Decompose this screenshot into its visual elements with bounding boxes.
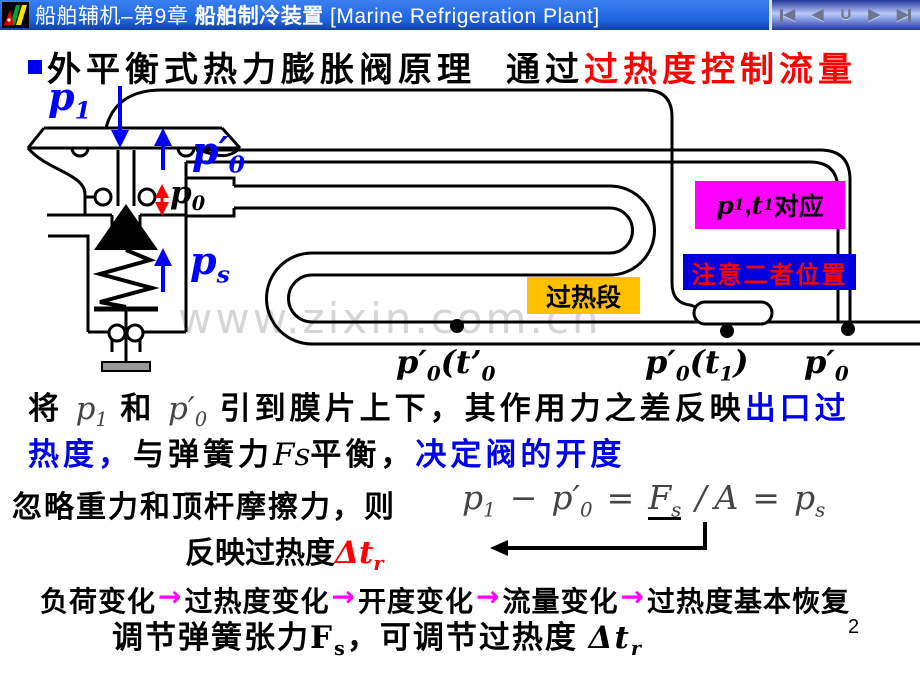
prev-arrow-icon: ◀ [812, 6, 824, 23]
p1-label: p1 [48, 74, 91, 125]
flow-step: 过热度基本恢复 [646, 586, 850, 617]
pivot-ball-left [93, 187, 113, 207]
p0-prime-label: p′0 [192, 128, 245, 179]
title-bar: 船舶辅机–第9章 船舶制冷装置 [Marine Refrigeration Pl… [0, 0, 920, 30]
last-arrow-icon: ▶ [896, 6, 909, 23]
flow-arrow-icon: → [620, 580, 645, 613]
expansion-valve-diagram: www.zixin.com.cn [0, 78, 920, 390]
evaporator-uturn-left-outer [265, 251, 313, 346]
first-arrow-icon: ◀ [783, 6, 796, 23]
flow-step: 过热度变化 [184, 586, 330, 617]
last-bar-icon [908, 8, 912, 22]
valve-chamber-left-wall [26, 147, 87, 215]
paragraph-principle: 将 p1 和 p′0 引到膜片上下，其作用力之差反映出口过 热度，与弹簧力Fs平… [28, 386, 850, 478]
paragraph-principle-line1: 将 p1 和 p′0 引到膜片上下，其作用力之差反映出口过 [28, 391, 850, 432]
slide-heading: 外平衡式热力膨胀阀原理 通过 过热度控制流量 [28, 42, 857, 91]
heading-mid: 通过 [506, 51, 584, 89]
adjuster-nut-right [125, 323, 145, 343]
valve-chamber-right-curve [195, 146, 242, 158]
nav-prev-button[interactable]: ◀ [812, 0, 824, 30]
valve-inlet-wall [48, 234, 90, 332]
ps-label: ps [190, 238, 230, 289]
return-icon: U [840, 6, 852, 23]
outlet-flange [186, 176, 236, 218]
flow-arrow-icon: → [158, 580, 183, 613]
first-bar-icon [780, 8, 784, 22]
superheat-section-box: 过热段 [527, 277, 640, 314]
spring [92, 248, 160, 309]
flow-arrow-icon: → [331, 580, 356, 613]
flow-step: 开度变化 [357, 586, 474, 617]
position-note-box: 注意二者位置 [683, 254, 856, 290]
formula-intro-text: 忽略重力和顶杆摩擦力，则 [12, 491, 396, 524]
chapter-title: 船舶制冷装置 [194, 5, 324, 28]
flow-step: 负荷变化 [40, 586, 157, 617]
adjuster-nut-left [107, 323, 127, 343]
state-label-evaporating: p′0(t’0 [396, 343, 496, 386]
evaporator-uturn-right-outer [609, 184, 656, 277]
pivot-ball-right [137, 187, 157, 207]
nav-next-button[interactable]: ▶ [868, 0, 880, 30]
nav-first-button[interactable]: ◀ [780, 0, 795, 30]
nav-return-button[interactable]: U [841, 0, 852, 30]
flow-step: 流量变化 [502, 586, 619, 617]
heading-red: 过热度控制流量 [584, 51, 857, 89]
flow-arrow-icon: → [475, 580, 501, 613]
equalizer-tube-outer [196, 148, 852, 321]
adjustment-conclusion: 调节弹簧张力Fs，可调节过热度 Δtr [112, 620, 643, 661]
valve-cone [94, 204, 158, 250]
measure-dot-1 [450, 319, 464, 333]
state-label-outlet: p′0 [804, 343, 849, 386]
page-number: 2 [848, 616, 860, 638]
p0-label: p0 [170, 175, 206, 216]
push-rod [116, 150, 136, 206]
reflects-superheat-text: 反映过热度Δtr [185, 535, 384, 576]
capillary-tube [104, 88, 697, 309]
course-title: 船舶辅机–第9章 [35, 5, 189, 28]
adjuster-base-plate [101, 361, 151, 372]
diaphragm [26, 126, 242, 150]
heading-black: 外平衡式热力膨胀阀原理 [47, 51, 476, 89]
app-logo-icon [2, 2, 29, 28]
measure-dot-3 [841, 322, 855, 336]
bullet-square-icon [28, 59, 42, 74]
next-arrow-icon: ▶ [868, 6, 880, 23]
diaphragm-crimps [70, 147, 196, 158]
nav-panel: ◀ ◀ U ▶ ▶ [769, 0, 920, 30]
nav-last-button[interactable]: ▶ [897, 0, 912, 30]
valve-seat [47, 213, 186, 228]
spring-force-term: Fs [648, 478, 682, 522]
measure-dot-2 [720, 324, 734, 338]
paragraph-principle-line2: 热度，与弹簧力Fs平衡，决定阀的开度 [28, 437, 626, 473]
evaporator-uturn-right-inner [609, 206, 634, 255]
evaporator-uturn-left-inner [287, 273, 313, 324]
window-title: 船舶辅机–第9章 船舶制冷装置 [Marine Refrigeration Pl… [35, 0, 600, 30]
regulation-flow-chain: 负荷变化 → 过热度变化 → 开度变化 → 流量变化 → 过热度基本恢复 [40, 580, 850, 620]
valve-body-shelf [88, 330, 186, 352]
state-label-superheated: p′0(t1) [645, 343, 749, 386]
pressure-balance-formula: p1 − p′0 = Fs / A = ps [462, 478, 826, 522]
sensing-bulb [692, 300, 774, 326]
english-title: [Marine Refrigeration Plant] [330, 5, 600, 28]
